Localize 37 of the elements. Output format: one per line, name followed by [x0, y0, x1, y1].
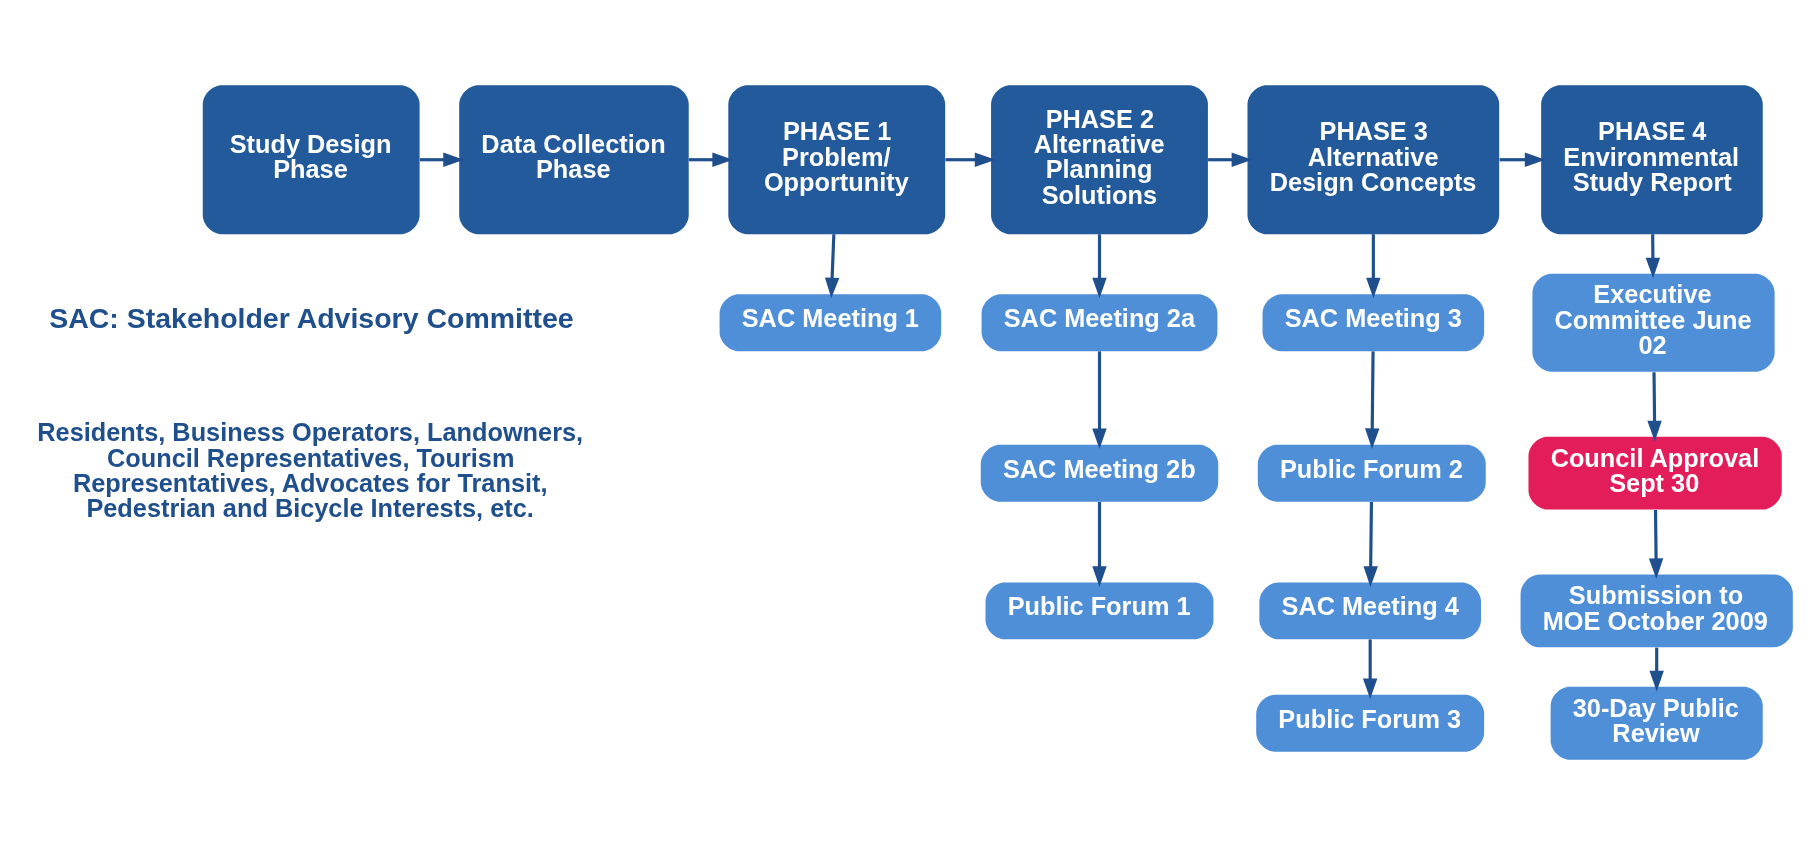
arrow [1366, 234, 1381, 299]
arrow [1092, 351, 1107, 450]
label: Residents, Business Operators, Landowners, Council Representatives, Tourism Representatives, Advocates for Transit, Pedestrian and Bicycle Interests, etc. [37, 418, 584, 523]
node-box: Public Forum 1 [985, 582, 1214, 640]
arrow [1648, 510, 1664, 579]
arrow [1208, 152, 1253, 167]
arrow [1645, 234, 1661, 279]
node-box: Council Approval Sept 30 [1528, 436, 1782, 510]
arrow [945, 152, 996, 167]
arrow [1647, 372, 1662, 442]
node-box: SAC Meeting 2a [981, 294, 1218, 352]
node-box: SAC Meeting 3 [1262, 294, 1485, 352]
node-box: Public Forum 3 [1256, 694, 1485, 752]
node-box: SAC Meeting 4 [1259, 582, 1481, 640]
arrow [1363, 501, 1378, 587]
node-box: SAC Meeting 2b [980, 444, 1219, 502]
arrow [1092, 234, 1107, 299]
node-box: Study Design Phase [202, 85, 420, 235]
label: SAC: Stakeholder Advisory Committee [49, 302, 574, 335]
arrow [1365, 351, 1380, 450]
arrow [1092, 501, 1107, 587]
arrow [1649, 647, 1664, 692]
node-box: Submission to MOE October 2009 [1520, 574, 1793, 648]
node-box: 30-Day Public Review [1550, 686, 1763, 760]
node-box: PHASE 3 Alternative Design Concepts [1247, 85, 1500, 235]
node-box: Executive Committee June 02 [1532, 273, 1775, 372]
node-box: PHASE 2 Alternative Planning Solutions [991, 85, 1208, 235]
arrow [1499, 152, 1546, 167]
arrow [1362, 639, 1378, 700]
node-box: Public Forum 2 [1257, 444, 1486, 502]
node-box: PHASE 4 Environmental Study Report [1541, 85, 1763, 235]
arrow [688, 152, 733, 167]
node-box: Data Collection Phase [459, 85, 689, 235]
node-box: SAC Meeting 1 [719, 294, 942, 352]
arrow [824, 234, 840, 299]
arrow [420, 152, 464, 167]
node-box: PHASE 1 Problem/ Opportunity [728, 85, 946, 235]
